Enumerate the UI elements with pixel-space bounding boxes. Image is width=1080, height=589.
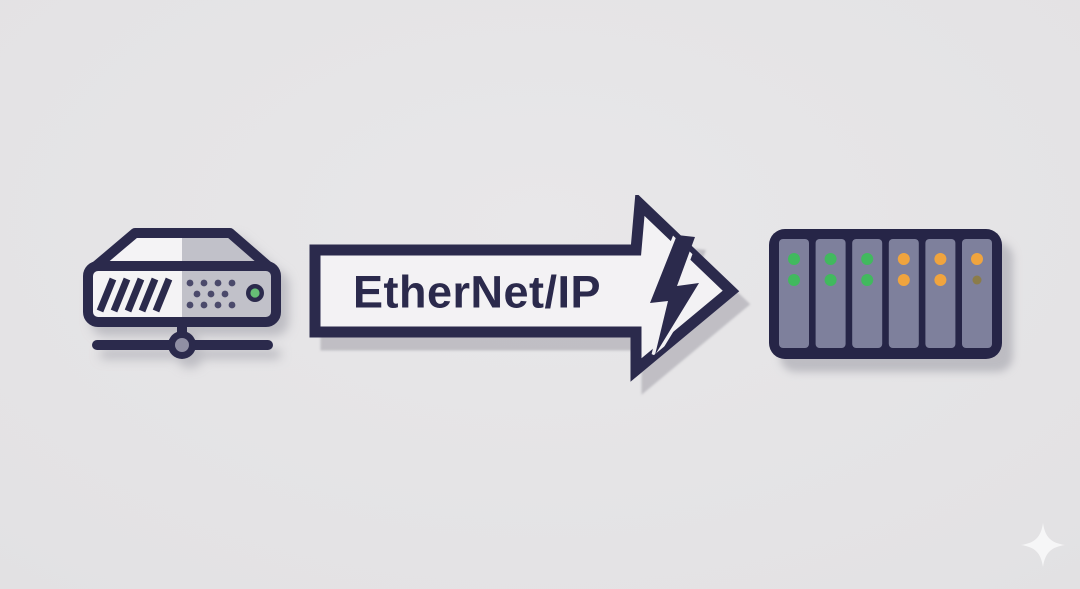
module-led bbox=[971, 253, 983, 265]
module-led bbox=[824, 253, 837, 265]
module-led bbox=[788, 253, 800, 265]
module-led bbox=[897, 253, 910, 265]
module-led bbox=[897, 274, 910, 286]
io-module-3 bbox=[852, 239, 883, 348]
port-dots bbox=[186, 279, 236, 309]
io-module-5 bbox=[925, 239, 956, 348]
module-led bbox=[824, 274, 837, 286]
module-led-dim bbox=[972, 275, 982, 285]
io-module-1 bbox=[779, 239, 809, 348]
plc-io-rack-icon bbox=[769, 229, 1002, 359]
lightning-bolt-icon bbox=[650, 235, 699, 355]
arrow-outline bbox=[309, 195, 740, 382]
io-module-6 bbox=[962, 239, 992, 348]
module-led bbox=[934, 274, 947, 286]
module-led bbox=[788, 274, 800, 286]
io-module-2 bbox=[815, 239, 846, 348]
network-node bbox=[168, 331, 196, 359]
network-scanner-device-icon bbox=[83, 228, 281, 359]
four-point-star-icon bbox=[1021, 523, 1065, 567]
device-gray-half bbox=[182, 233, 276, 322]
io-module-4 bbox=[888, 239, 919, 348]
module-led bbox=[861, 253, 874, 265]
arrow-label: EtherNet/IP bbox=[353, 267, 601, 318]
module-led bbox=[861, 274, 874, 286]
device-status-led bbox=[246, 284, 264, 302]
module-led bbox=[934, 253, 947, 265]
vent-slashes bbox=[96, 277, 173, 313]
ethernet-ip-arrow-banner: EtherNet/IP bbox=[309, 195, 740, 382]
